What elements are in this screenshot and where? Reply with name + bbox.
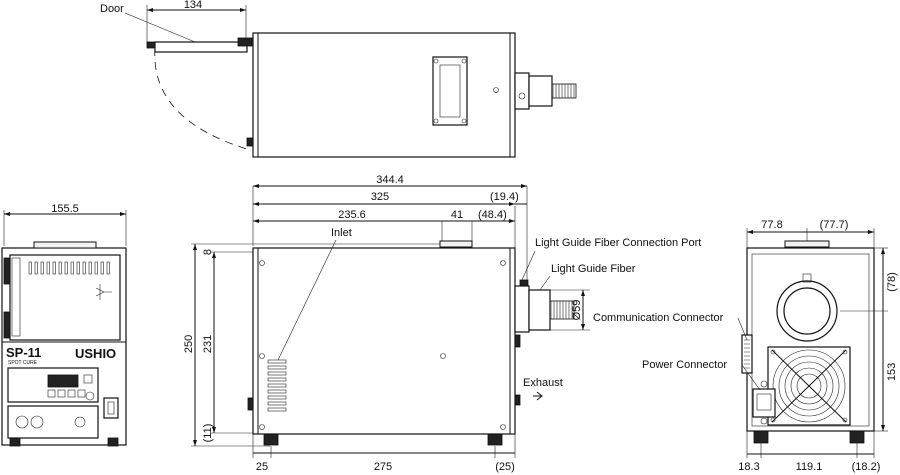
led-display <box>47 374 79 388</box>
top-fiber-spring <box>551 83 577 99</box>
top-vent-plate <box>432 56 468 126</box>
dim-height-total: 250 <box>183 335 195 353</box>
label-fiber: Light Guide Fiber <box>551 263 636 275</box>
fiber-port <box>514 285 530 333</box>
top-body <box>252 32 516 158</box>
maker-logo: USHIO <box>75 346 116 361</box>
dim-rear-lower: 153 <box>886 363 898 381</box>
dim-rear-foot-span: 119.1 <box>796 461 823 473</box>
model-name: SP-11 <box>6 345 41 360</box>
label-door: Door <box>100 3 124 15</box>
side-fiber-spring <box>549 300 575 320</box>
rear-view: 77.8 (77.7) Communication Connector Powe… <box>593 219 898 473</box>
dim-foot-right: (25) <box>495 461 515 473</box>
dim-door-width: 134 <box>184 0 202 11</box>
dim-foot-span: 275 <box>374 461 392 473</box>
side-body <box>252 247 516 435</box>
side-view: 344.4 325 (19.4) 235.6 41 (48.4) 250 231… <box>183 174 701 473</box>
dim-foot-left: 25 <box>256 461 268 473</box>
top-view: 134 Door <box>100 0 577 158</box>
dim-fiber-protrusion: (19.4) <box>490 191 519 203</box>
door-swing-arc <box>154 47 251 151</box>
comm-connector <box>741 334 753 374</box>
front-view: 155.5 SP-11 SPOT CURE USHIO <box>1 203 127 447</box>
dim-fiber-dia: Ø59 <box>571 300 583 321</box>
dim-rear-top: (78) <box>886 272 898 292</box>
model-subtitle: SPOT CURE <box>8 360 38 366</box>
dim-front-width: 155.5 <box>51 203 79 215</box>
control-lower <box>7 405 99 439</box>
front-slots <box>28 261 110 275</box>
dim-rear-foot-right: (18.2) <box>852 461 881 473</box>
dim-body-length: 325 <box>371 191 389 203</box>
power-switch <box>103 397 119 419</box>
dim-rear-foot-left: 18.3 <box>738 461 759 473</box>
inlet-slots <box>267 359 287 412</box>
dim-total-length: 344.4 <box>376 174 404 186</box>
exhaust-arrow-icon <box>533 391 543 401</box>
label-inlet: Inlet <box>331 227 352 239</box>
dim-port-offset: (48.4) <box>478 209 507 221</box>
door-panel <box>154 41 248 53</box>
dim-rear-left: 77.8 <box>761 219 782 231</box>
label-port: Light Guide Fiber Connection Port <box>535 237 701 249</box>
power-connector <box>752 388 776 418</box>
label-exhaust: Exhaust <box>523 377 563 389</box>
dim-port-width: 41 <box>451 209 463 221</box>
dim-foot-height: (11) <box>202 424 214 443</box>
dim-top-gap: 8 <box>202 249 214 255</box>
label-comm: Communication Connector <box>593 312 724 324</box>
dim-rear-right: (77.7) <box>820 219 849 231</box>
dim-inlet-offset: 235.6 <box>338 209 366 221</box>
label-power: Power Connector <box>642 359 727 371</box>
dim-height-body: 231 <box>202 335 214 353</box>
